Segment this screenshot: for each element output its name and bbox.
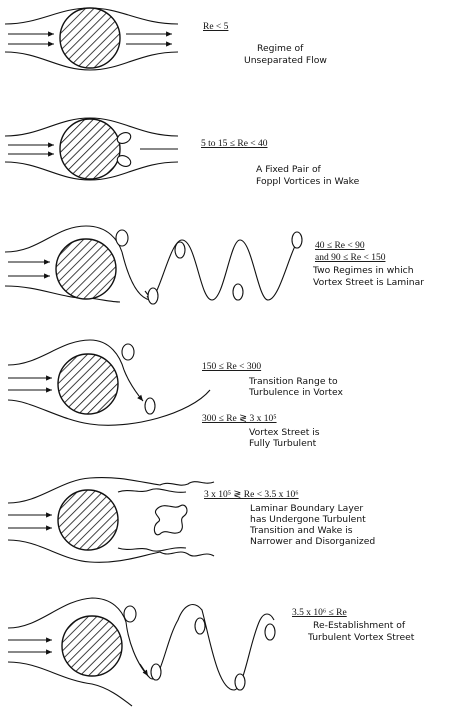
description-3: Two Regimes in which Vortex Street is La…	[312, 260, 424, 288]
vortex-3e	[292, 232, 302, 248]
cylinder-4	[58, 354, 118, 414]
re-range-7: 3.5 x 10⁶ ≤ Re	[292, 608, 347, 618]
panel-4-transition: 150 ≤ Re < 300 Transition Range to Turbu…	[8, 340, 343, 449]
streamlines-6	[8, 598, 274, 706]
panel-3-laminar-vortex-street: 40 ≤ Re < 90 and 90 ≤ Re < 150 Two Regim…	[5, 226, 424, 304]
vortex-3b	[148, 288, 158, 304]
turbulent-eddy	[154, 505, 187, 535]
description-6: Laminar Boundary Layer has Undergone Tur…	[249, 498, 375, 547]
panel-6-reestablished-street: 3.5 x 10⁶ ≤ Re Re-Establishment of Turbu…	[8, 598, 415, 706]
vortex-4a	[122, 344, 134, 360]
re-range-4: 150 ≤ Re < 300	[202, 362, 261, 372]
vortex-6c	[195, 618, 205, 634]
vortex-6b	[151, 664, 161, 680]
re-range-5: 300 ≤ Re ≷ 3 x 10⁵	[202, 414, 277, 424]
description-7: Re-Establishment of Turbulent Vortex Str…	[307, 615, 415, 643]
cylinder-6	[62, 616, 122, 676]
cylinder-3	[56, 239, 116, 299]
panel-1-unseparated-flow: Re < 5 Regime of Unseparated Flow	[5, 8, 327, 70]
re-range-2: 5 to 15 ≤ Re < 40	[201, 139, 268, 149]
re-range-3: 40 ≤ Re < 90 and 90 ≤ Re < 150	[315, 235, 386, 263]
description-1: Regime of Unseparated Flow	[244, 38, 327, 66]
description-4: Transition Range to Turbulence in Vortex	[248, 371, 343, 398]
vortex-6a	[124, 606, 136, 622]
description-2: A Fixed Pair of Foppl Vortices in Wake	[256, 159, 360, 187]
panel-5-disorganized-wake: 3 x 10⁵ ≷ Re < 3.5 x 10⁶ Laminar Boundar…	[8, 478, 375, 563]
vortex-3a	[116, 230, 128, 246]
vortex-3c	[175, 242, 185, 258]
vortex-6e	[265, 624, 275, 640]
vortex-4b	[145, 398, 155, 414]
panel-2-foppl-vortices: 5 to 15 ≤ Re < 40 A Fixed Pair of Foppl …	[5, 118, 360, 187]
cylinder-1	[60, 8, 120, 68]
cylinder-2	[60, 119, 120, 179]
cylinder-5	[58, 490, 118, 550]
re-range-6: 3 x 10⁵ ≷ Re < 3.5 x 10⁶	[204, 490, 299, 500]
vortex-3d	[233, 284, 243, 300]
vortex-6d	[235, 674, 245, 690]
description-5: Vortex Street is Fully Turbulent	[249, 422, 324, 449]
re-range-1: Re < 5	[203, 22, 229, 32]
